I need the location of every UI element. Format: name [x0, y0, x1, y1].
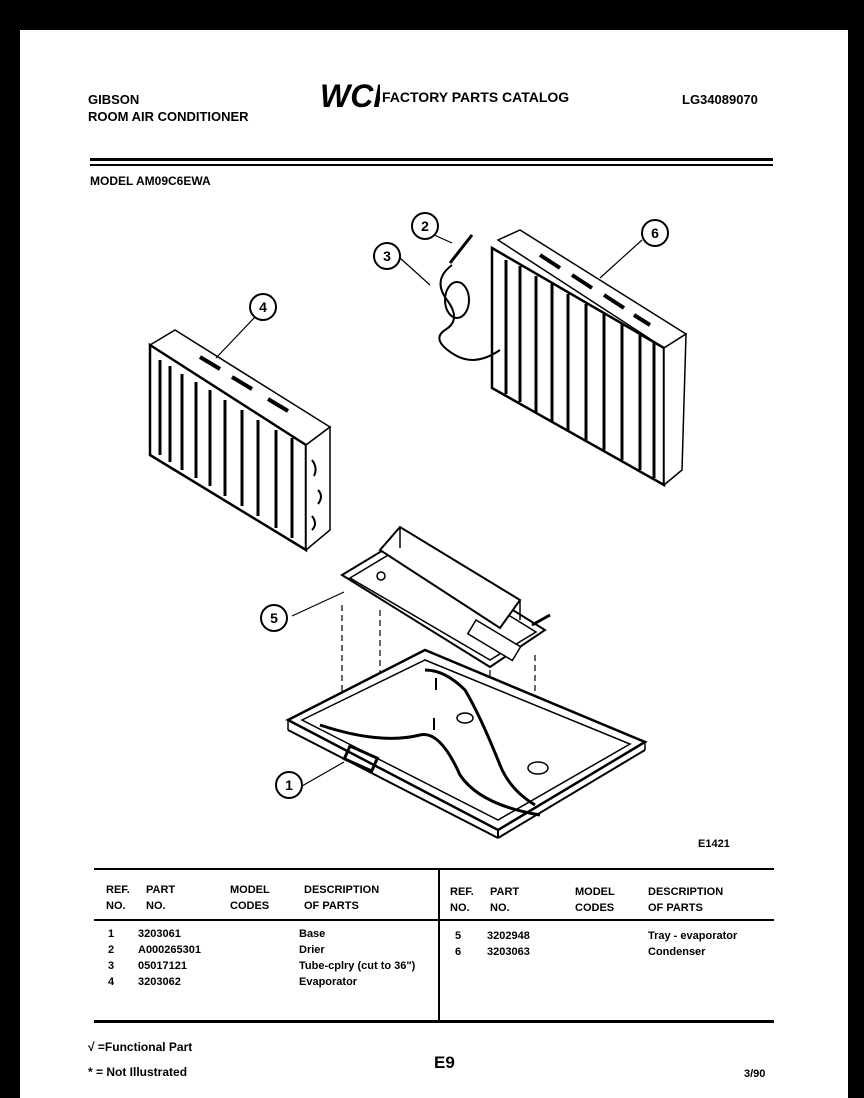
catalog-date: 3/90	[744, 1068, 766, 1080]
not-illustrated-note: * = Not Illustrated	[88, 1065, 188, 1079]
table-rule-header	[94, 919, 774, 921]
callout-circle-4	[249, 293, 277, 321]
callout-circle-2	[411, 212, 439, 240]
table-cell: 4	[108, 976, 115, 988]
wci-logo: WCI	[320, 80, 380, 112]
table-cell: Condenser	[648, 946, 706, 958]
callout-1: 1	[285, 777, 293, 793]
brand-name: GIBSON	[88, 92, 140, 107]
left-part-column: 3203061 A000265301 05017121 3203062	[138, 927, 201, 991]
page-number: E9	[434, 1053, 455, 1072]
catalog-title: FACTORY PARTS CATALOG	[382, 89, 570, 105]
callout-circle-3	[373, 242, 401, 270]
table-cell: A000265301	[138, 944, 202, 956]
callout-6: 6	[651, 225, 659, 241]
exploded-diagram: 1 2 3 4 5 6	[148, 212, 688, 839]
logo-text: WCI	[320, 80, 380, 112]
callout-circle-1	[275, 771, 303, 799]
table-cell: Evaporator	[299, 976, 358, 988]
header-rule-top	[90, 158, 773, 161]
right-part-column: 3202948 3203063	[487, 929, 530, 961]
table-cell: 05017121	[138, 960, 187, 972]
model-label: MODEL AM09C6EWA	[90, 174, 211, 188]
table-cell: 1	[108, 928, 115, 940]
callout-circle-5	[260, 604, 288, 632]
catalog-code: LG34089070	[682, 92, 758, 107]
table-cell: Base	[299, 928, 326, 940]
left-ref-column: 1 2 3 4	[108, 927, 114, 991]
table-rule-bottom	[94, 1020, 774, 1023]
table-rule-top	[94, 868, 774, 870]
table-cell: Tube-cplry (cut to 36")	[299, 960, 416, 972]
table-cell: 3203061	[138, 928, 181, 940]
table-cell: 3203062	[138, 976, 181, 988]
table-cell: 3202948	[487, 930, 530, 942]
figure-code: E1421	[698, 838, 730, 850]
callout-3: 3	[383, 248, 391, 264]
right-ref-column: 5 6	[455, 929, 461, 961]
left-desc-column: Base Drier Tube-cplry (cut to 36") Evapo…	[299, 927, 415, 991]
evaporator-coil-drawing	[148, 329, 332, 553]
table-cell: 6	[455, 946, 462, 958]
table-cell: 5	[455, 930, 462, 942]
evaporator-tray-drawing	[340, 525, 551, 669]
base-pan-drawing	[285, 648, 648, 839]
product-name: ROOM AIR CONDITIONER	[88, 109, 249, 124]
condenser-coil-drawing	[490, 229, 688, 488]
table-divider	[438, 870, 440, 1020]
callout-2: 2	[421, 218, 429, 234]
table-cell: Drier	[299, 944, 325, 956]
drier-capillary-drawing	[438, 234, 501, 361]
right-desc-column: Tray - evaporator Condenser	[648, 929, 737, 961]
header-ref-right: REF.NO.	[450, 886, 474, 914]
table-cell: 3203063	[487, 946, 530, 958]
table-cell: 2	[108, 944, 115, 956]
callout-5: 5	[270, 610, 278, 626]
functional-part-note: √ =Functional Part	[88, 1040, 193, 1054]
callout-circle-6	[641, 219, 669, 247]
table-cell: Tray - evaporator	[648, 930, 738, 942]
table-cell: 3	[108, 960, 115, 972]
header-rule-bottom	[90, 164, 773, 166]
header-ref: REF.NO.	[106, 884, 130, 912]
callout-4: 4	[259, 299, 267, 315]
catalog-page: GIBSON ROOM AIR CONDITIONER WCI FACTORY …	[20, 30, 848, 1098]
